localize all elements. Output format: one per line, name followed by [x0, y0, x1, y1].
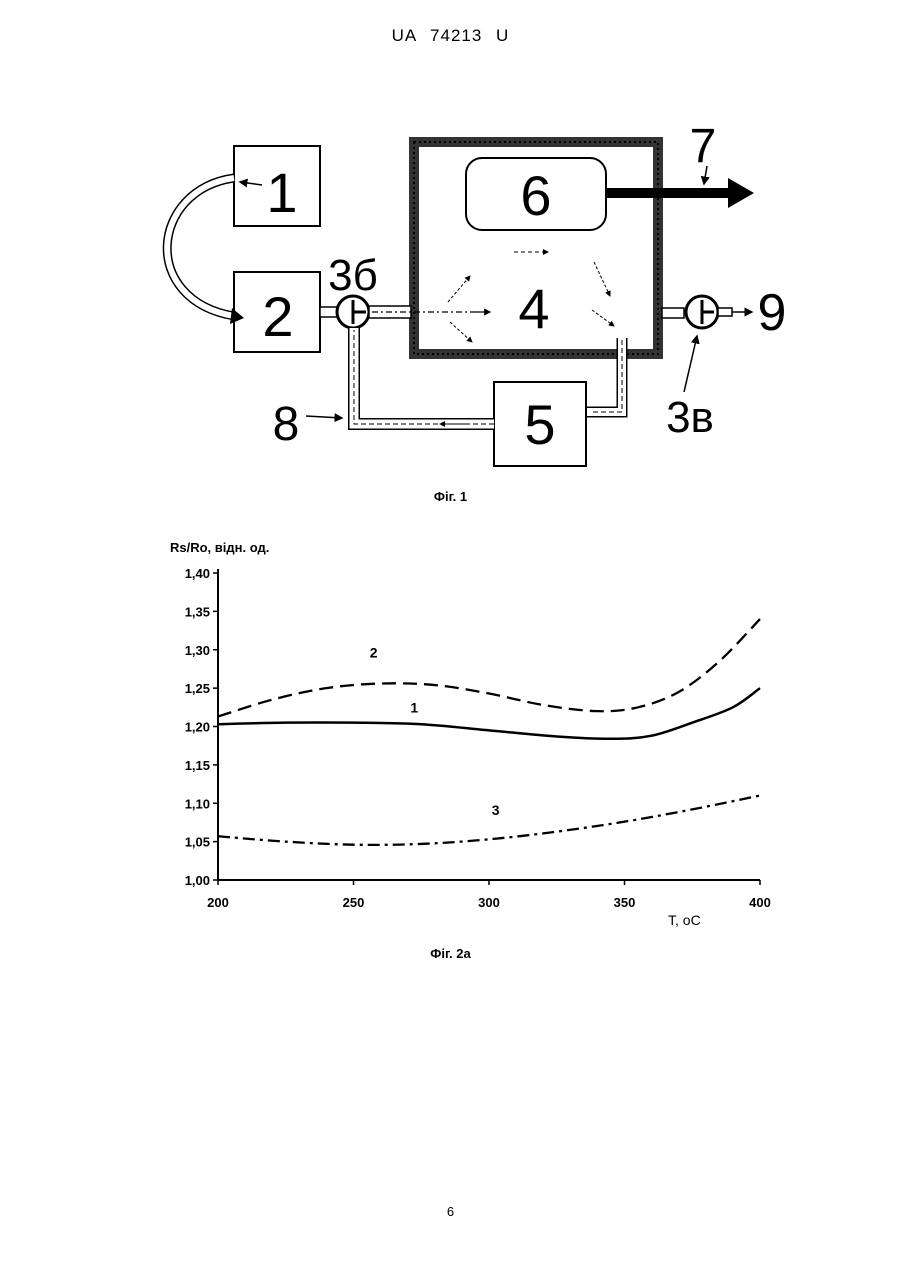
block-6-label: 6: [520, 164, 551, 227]
y-tick-label: 1,30: [185, 643, 210, 658]
page-number: 6: [0, 1204, 901, 1219]
x-tick-label: 250: [343, 895, 365, 910]
y-tick-label: 1,20: [185, 720, 210, 735]
x-tick-label: 200: [207, 895, 229, 910]
block-5-label: 5: [524, 393, 555, 456]
block-diagram: 1 2 3б 4 6 7 9 3в 5 8: [0, 0, 901, 480]
y-tick-label: 1,05: [185, 835, 210, 850]
output-7-label: 7: [690, 120, 717, 173]
x-tick-label: 350: [614, 895, 636, 910]
y-tick-label: 1,10: [185, 796, 210, 811]
y-tick-label: 1,25: [185, 681, 210, 696]
y-tick-label: 1,35: [185, 604, 210, 619]
x-axis-label: T, oC: [668, 912, 701, 928]
y-axis-label: Rs/Ro, відн. од.: [170, 540, 269, 555]
series-line-3: [218, 796, 760, 845]
y-tick-label: 1,40: [185, 566, 210, 581]
loop-8-label: 8: [273, 398, 300, 451]
valve-3b-label: 3б: [328, 251, 378, 300]
figure-1-caption: Фіг. 1: [0, 489, 901, 504]
series-label-2: 2: [370, 644, 378, 660]
series-line-1: [218, 688, 760, 739]
chamber-4-label: 4: [518, 277, 549, 340]
x-tick-label: 400: [749, 895, 771, 910]
series-label-3: 3: [492, 802, 500, 818]
series-label-1: 1: [410, 700, 418, 716]
block-1-label: 1: [266, 161, 297, 224]
block-2-label: 2: [262, 285, 293, 348]
x-tick-label: 300: [478, 895, 500, 910]
valve-3v-label: 3в: [666, 393, 714, 442]
y-tick-label: 1,15: [185, 758, 210, 773]
outlet-9-label: 9: [758, 284, 787, 342]
chart-axes: 1,00 1,05 1,10 1,15 1,20 1,25 1,30 1,35 1,40 200 2…: [185, 566, 771, 910]
figure-2a-caption: Фіг. 2а: [0, 946, 901, 961]
y-tick-label: 1,00: [185, 873, 210, 888]
resistance-chart: Rs/Ro, відн. од. T, oC 1,001,051,101,151…: [0, 530, 901, 940]
series-line-2: [218, 619, 760, 716]
chart-series: 1 2 3: [218, 619, 760, 845]
